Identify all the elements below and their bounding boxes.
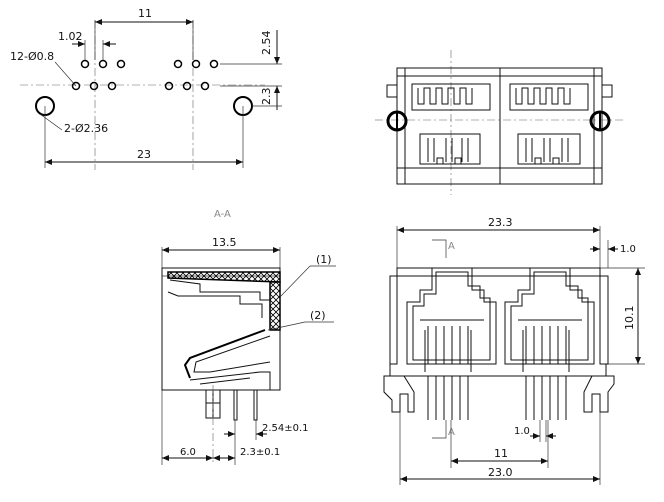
footprint-span-label: 23 (137, 148, 151, 161)
front-width-top: 23.3 (488, 216, 513, 229)
top-view (375, 50, 625, 195)
front-pin-gap-label: 1.0 (514, 426, 530, 437)
section-view: A-A 13.5 (1) (2) (161, 209, 336, 465)
callout-1: (1) (316, 253, 332, 266)
hole-offset-label: 2.3 (260, 88, 273, 106)
pin-holes-right (164, 59, 219, 91)
section-pin-pitch-label: 2.54±0.1 (262, 423, 309, 434)
section-title: A-A (214, 209, 231, 220)
footprint-pitch-label: 11 (138, 7, 152, 20)
section-mark-top: A (448, 241, 455, 252)
depth-label: 13.5 (212, 236, 237, 249)
footprint-view: 11 1.02 12-Ø0.8 2.5 (10, 7, 282, 170)
front-edge-label: 1.0 (620, 244, 636, 255)
pin-holes-left (71, 59, 126, 91)
section-mark-bottom: A (448, 427, 455, 438)
mount-holes-label: 2-Ø2.36 (64, 122, 108, 135)
pin-pitch-label: 1.02 (58, 30, 83, 43)
mount-holes (35, 96, 253, 116)
front-port-pitch-label: 11 (494, 447, 508, 460)
row-pitch-label: 2.54 (260, 31, 273, 56)
post-gap-label: 2.3±0.1 (240, 447, 280, 458)
callout-2: (2) (310, 309, 326, 322)
front-view: 23.3 1.0 10.1 A A (383, 216, 645, 485)
pin-holes-label: 12-Ø0.8 (10, 50, 54, 63)
post-offset-label: 6.0 (180, 447, 196, 458)
front-height-label: 10.1 (623, 306, 636, 331)
front-width-bottom: 23.0 (488, 466, 513, 479)
